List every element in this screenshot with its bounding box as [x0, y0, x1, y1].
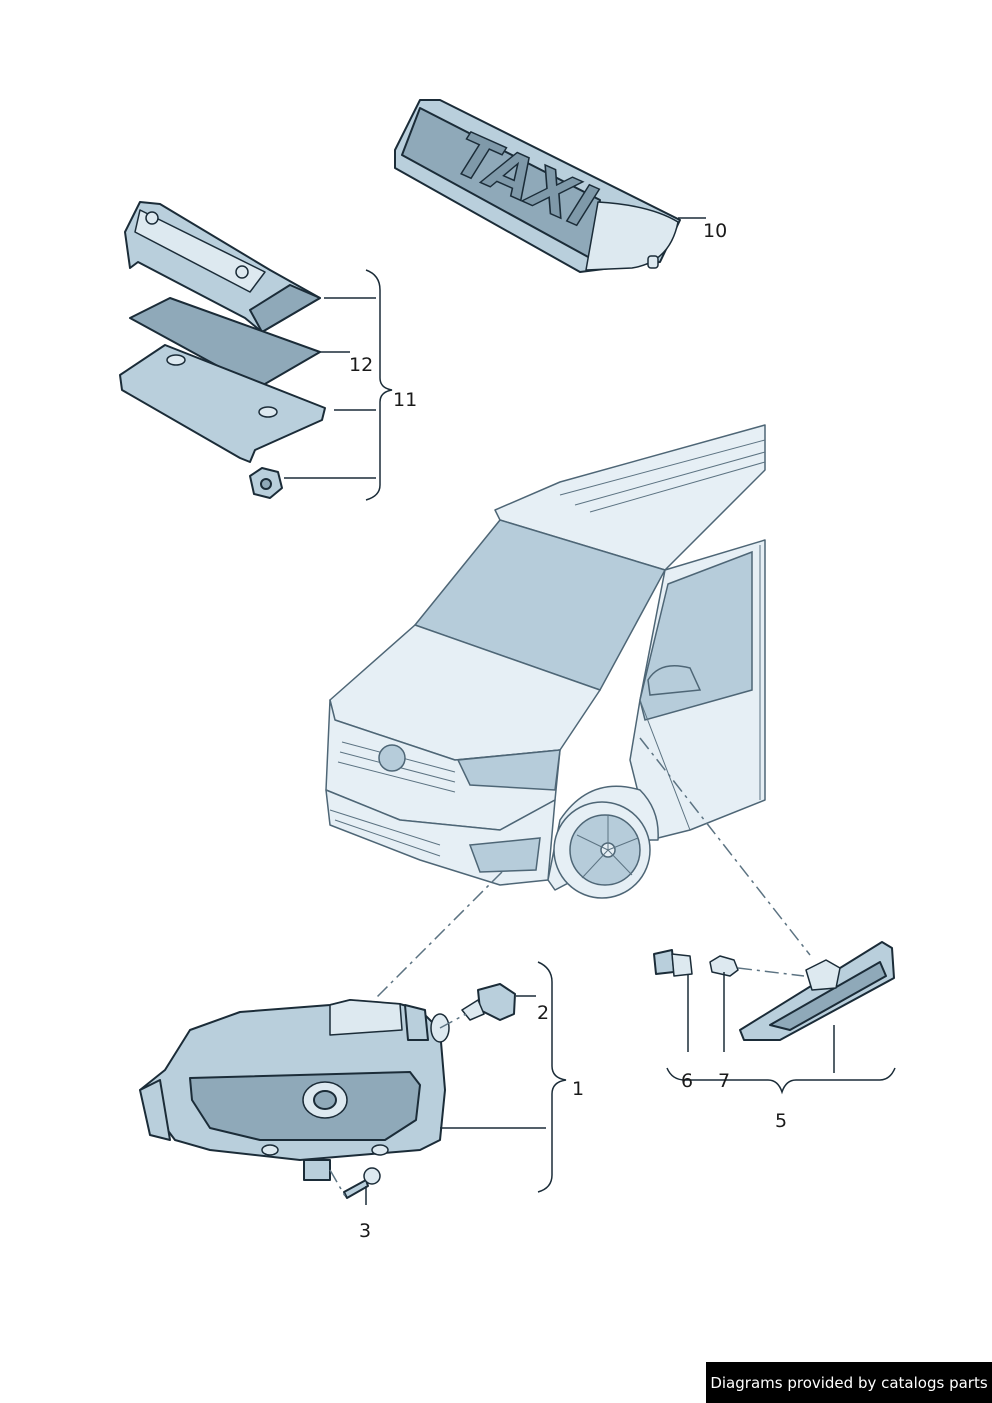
side-marker-lamp — [739, 941, 895, 1041]
callout-6: 6 — [681, 1070, 693, 1092]
guide-screw — [329, 1169, 346, 1197]
taxi-roof-sign: TAXI — [394, 99, 681, 273]
bracket-11 — [365, 269, 393, 501]
callout-7: 7 — [718, 1070, 730, 1092]
credit-banner: Diagrams provided by catalogs parts — [706, 1362, 992, 1403]
marker-bulb-holder — [653, 949, 693, 977]
callout-3: 3 — [359, 1220, 371, 1242]
bracket-1 — [537, 961, 567, 1193]
callout-5: 5 — [775, 1110, 787, 1132]
bracket-5 — [666, 1067, 896, 1095]
fog-lamp — [139, 999, 450, 1181]
guide-fog-bulb — [439, 1013, 467, 1029]
callout-1: 1 — [572, 1078, 584, 1100]
callout-11: 11 — [393, 389, 417, 411]
guide-bulb — [737, 967, 805, 977]
guide-side-marker — [639, 737, 811, 956]
van-illustration — [325, 424, 766, 899]
callout-12: 12 — [349, 354, 373, 376]
marker-bulb — [709, 955, 739, 977]
fog-lamp-bulb — [461, 983, 516, 1021]
fog-lamp-screw — [343, 1167, 381, 1199]
callout-10: 10 — [703, 220, 727, 242]
roof-mount-nut — [249, 467, 283, 499]
guide-fog-lamp — [373, 871, 503, 1001]
roof-mount-housing — [124, 201, 321, 333]
roof-mount-bracket — [119, 344, 326, 463]
callout-2: 2 — [537, 1002, 549, 1024]
